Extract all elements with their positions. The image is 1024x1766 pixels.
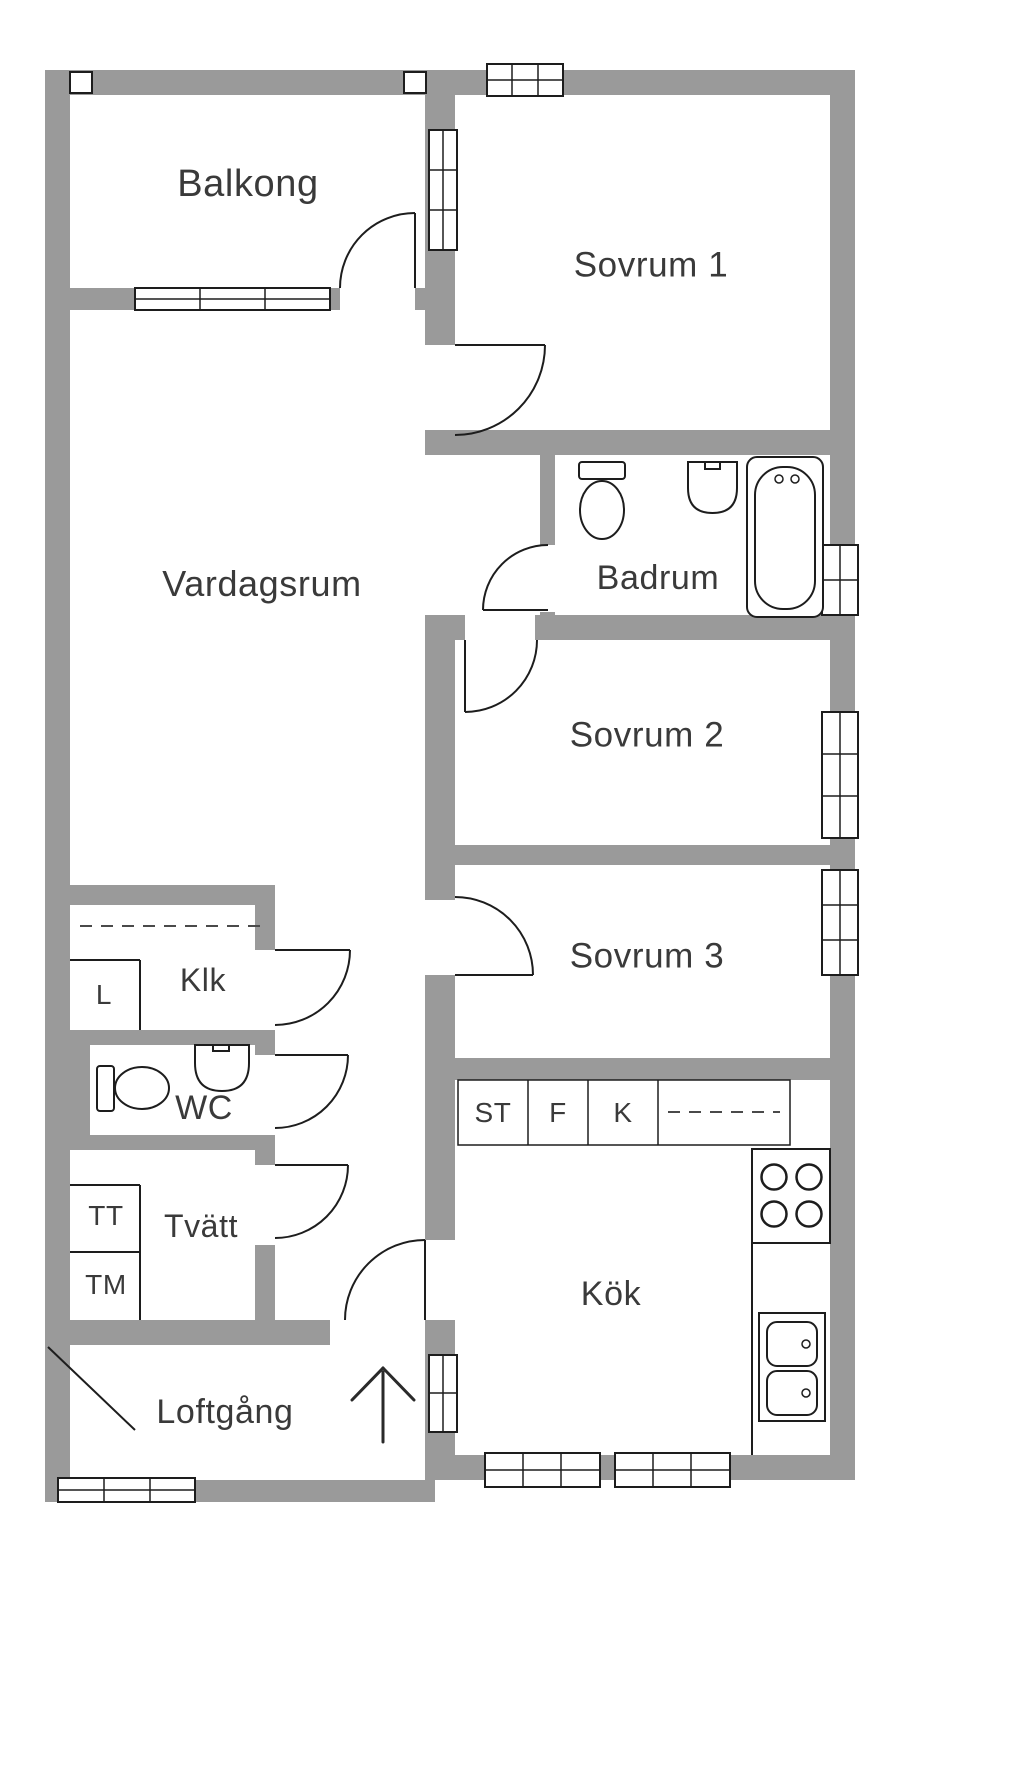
kitchen-fixtures (457, 1079, 831, 1455)
toilet-icon (578, 461, 626, 540)
room-label-tvatt: Tvätt (163, 1208, 239, 1244)
unit-label-l: L (95, 979, 113, 1010)
balcony-door-opening (340, 286, 415, 312)
toilet-icon (96, 1065, 170, 1112)
room-label-wc: WC (175, 1089, 233, 1127)
windows (57, 63, 859, 1503)
doors (274, 212, 549, 1321)
door-swing-icon (464, 639, 538, 713)
bathtub-icon (746, 456, 824, 618)
door-swing-icon (339, 212, 416, 289)
door-swing-icon (482, 544, 549, 611)
unit-label-tt: TT (88, 1200, 124, 1231)
closet-partitions (70, 925, 263, 1320)
window-icon (614, 1452, 731, 1488)
cabinet-row (457, 1079, 791, 1146)
door-swing-icon (274, 1164, 349, 1239)
window-icon (428, 129, 458, 251)
washbasin-icon (194, 1044, 250, 1093)
room-label-sovrum1: Sovrum 1 (573, 245, 729, 285)
door-swing-icon (274, 949, 351, 1026)
window-icon (821, 711, 859, 839)
room-label-balkong: Balkong (177, 163, 319, 205)
wc-fixtures (96, 1044, 250, 1112)
unit-label-k: K (613, 1097, 633, 1128)
door-swing-icon (344, 1239, 426, 1321)
room-label-sovrum3: Sovrum 3 (569, 936, 725, 976)
unit-label-tm: TM (85, 1269, 127, 1300)
unit-label-st: ST (474, 1097, 512, 1128)
room-label-klk: Klk (179, 962, 227, 998)
window-icon (821, 544, 859, 616)
room-label-loftgang: Loftgång (156, 1393, 294, 1431)
balcony-screen-mark (69, 71, 427, 94)
window-icon (134, 287, 331, 311)
window-icon (57, 1477, 196, 1503)
bathroom-fixtures (578, 456, 824, 618)
window-icon (484, 1452, 601, 1488)
door-swing-icon (454, 344, 546, 436)
entrance-arrow-icon (350, 1366, 416, 1444)
window-icon (486, 63, 564, 97)
door-swing-icon (454, 896, 534, 976)
room-label-badrum: Badrum (596, 559, 720, 597)
walls (45, 70, 855, 1502)
room-label-vardagsrum: Vardagsrum (162, 563, 362, 604)
window-icon (821, 869, 859, 976)
unit-label-f: F (549, 1097, 567, 1128)
double-sink-icon (758, 1312, 826, 1422)
stairs-line-icon (47, 1346, 136, 1431)
room-label-kok: Kök (580, 1275, 642, 1313)
washbasin-icon (687, 461, 738, 515)
room-label-sovrum2: Sovrum 2 (569, 715, 725, 755)
stove-icon (751, 1148, 831, 1244)
door-swing-icon (274, 1054, 349, 1129)
window-icon (428, 1354, 458, 1433)
